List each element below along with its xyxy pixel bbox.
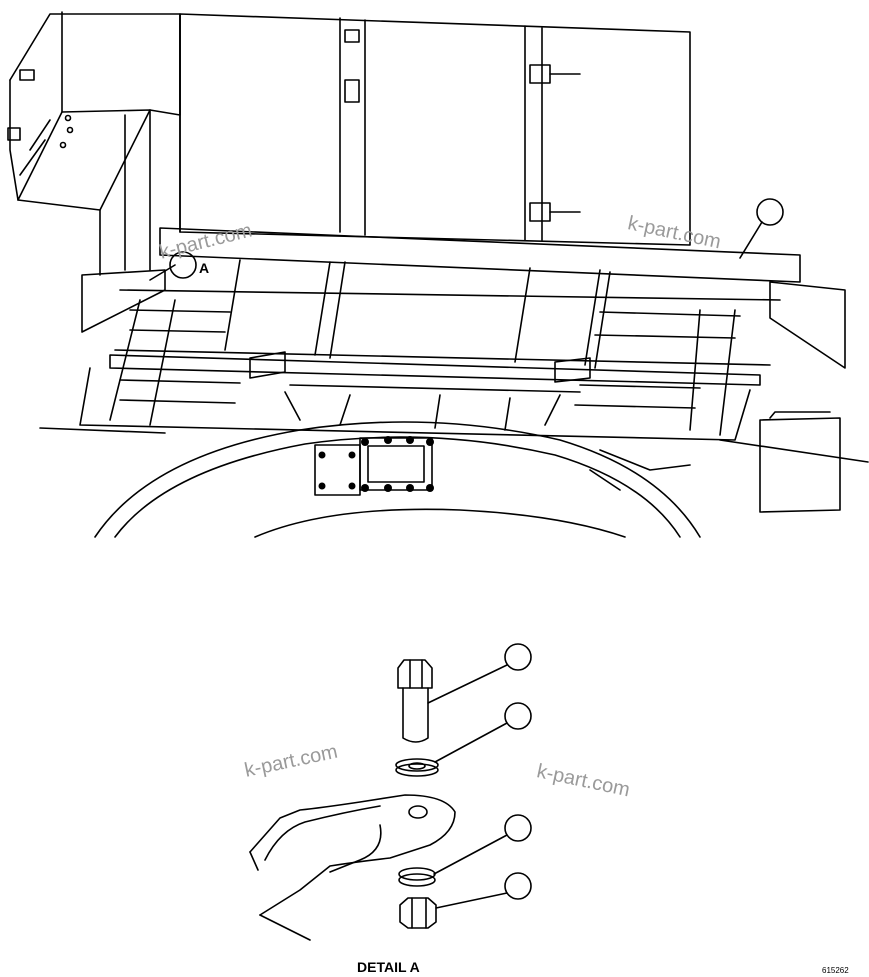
detail-ref-label: A xyxy=(199,260,210,276)
callout-balloon-washer xyxy=(434,702,532,763)
callout-balloon-bolt xyxy=(427,643,532,704)
ring-assembly xyxy=(94,421,701,538)
detail-a-assembly xyxy=(249,659,456,941)
frame-deck xyxy=(39,227,869,513)
detail-title: DETAIL A xyxy=(357,959,420,975)
callout-balloon-upper xyxy=(739,198,784,259)
callout-balloon-nut xyxy=(435,872,532,909)
enclosure-panels xyxy=(7,11,691,276)
detail-a-reference xyxy=(149,251,197,281)
drawing-number: 615262 xyxy=(822,966,849,975)
callout-balloon-lock-washer xyxy=(433,814,532,875)
